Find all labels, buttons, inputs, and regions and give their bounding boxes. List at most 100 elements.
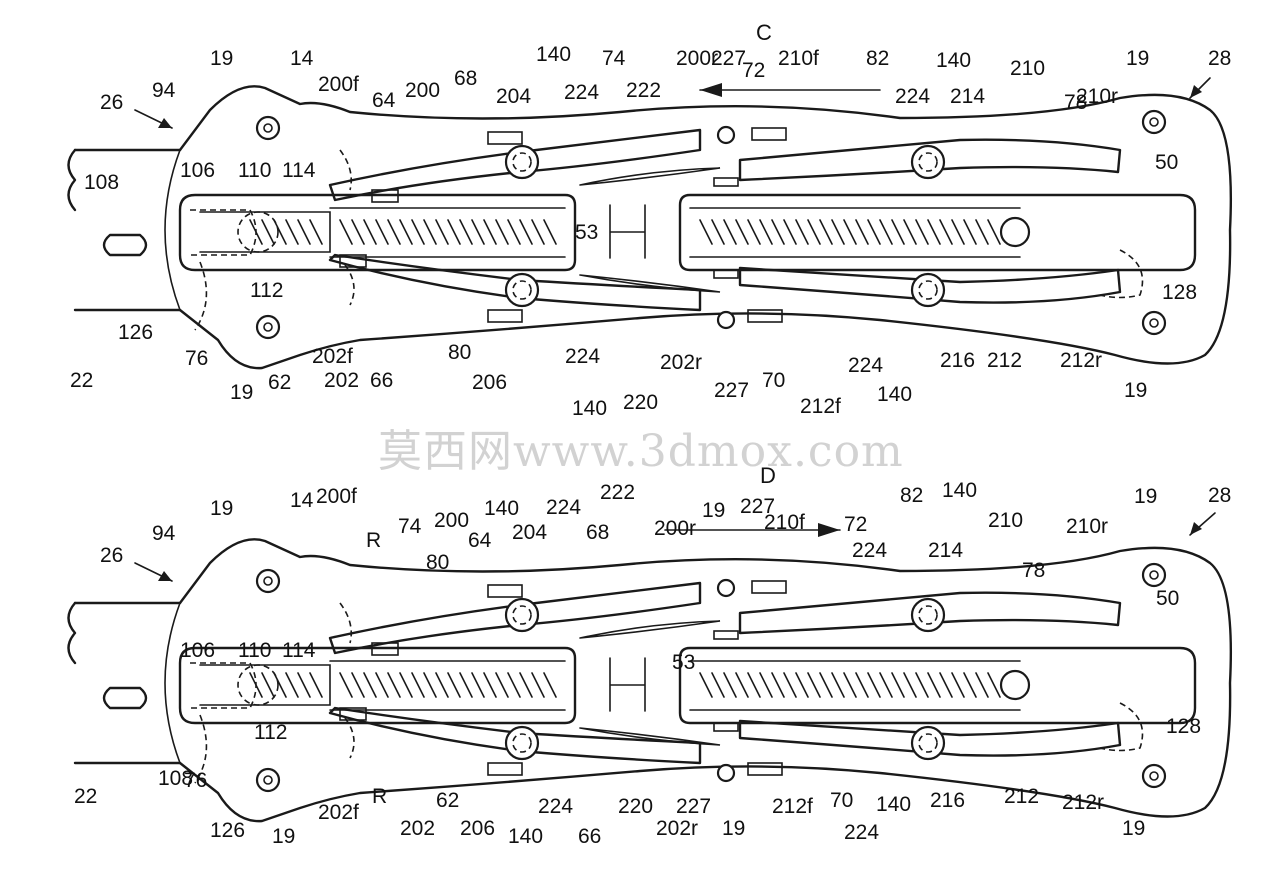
reference-numeral-top: 82 <box>866 47 890 70</box>
reference-numeral-bottom: 210r <box>1066 515 1109 538</box>
reference-numeral-top: 224 <box>895 85 931 108</box>
reference-numeral-top: 66 <box>370 369 394 392</box>
reference-numeral-top: 80 <box>448 341 472 364</box>
reference-numeral-bottom: 202f <box>318 801 359 824</box>
reference-numeral-bottom: 50 <box>1156 587 1180 610</box>
reference-numeral-top: 114 <box>282 159 316 182</box>
reference-numeral-top: 206 <box>472 371 508 394</box>
reference-numeral-bottom: 74 <box>398 515 422 538</box>
reference-numeral-top: 212 <box>987 349 1023 372</box>
reference-numeral-top: 220 <box>623 391 659 414</box>
reference-numeral-top: 110 <box>238 159 272 182</box>
reference-numeral-top: 76 <box>185 347 209 370</box>
reference-numeral-bottom: 26 <box>100 544 124 567</box>
reference-numeral-bottom: R <box>372 785 388 808</box>
reference-numeral-bottom: 110 <box>238 639 272 662</box>
reference-numeral-bottom: 212 <box>1004 785 1040 808</box>
reference-numeral-bottom: 212r <box>1062 791 1105 814</box>
reference-numeral-top: 204 <box>496 85 532 108</box>
reference-numeral-bottom: 28 <box>1208 484 1232 507</box>
reference-numeral-top: 212f <box>800 395 841 418</box>
reference-numeral-bottom: 222 <box>600 481 636 504</box>
reference-numeral-top: 53 <box>575 221 599 244</box>
reference-numeral-bottom: 212f <box>772 795 813 818</box>
reference-numeral-bottom: 140 <box>876 793 912 816</box>
reference-numeral-bottom: 200r <box>654 517 697 540</box>
reference-numeral-bottom: 224 <box>852 539 888 562</box>
reference-numeral-bottom: 210 <box>988 509 1024 532</box>
reference-numeral-bottom: 108 <box>158 767 194 790</box>
reference-numeral-top: 72 <box>742 59 766 82</box>
reference-numeral-top: 224 <box>564 81 600 104</box>
reference-numeral-bottom: R <box>366 529 382 552</box>
reference-numeral-top: 112 <box>250 279 284 302</box>
reference-numeral-top: 200f <box>318 73 359 96</box>
reference-numeral-top: 202f <box>312 345 353 368</box>
reference-numeral-top: 19 <box>1126 47 1150 70</box>
reference-numeral-bottom: 70 <box>830 789 854 812</box>
reference-numeral-bottom: 19 <box>272 825 296 848</box>
direction-arrow-c <box>699 83 881 97</box>
reference-numeral-top: 222 <box>626 79 662 102</box>
reference-numeral-top: 106 <box>180 159 216 182</box>
reference-numeral-bottom: 53 <box>672 651 696 674</box>
reference-numeral-top: 19 <box>210 47 234 70</box>
reference-numeral-top: 94 <box>152 79 176 102</box>
reference-numeral-bottom: 140 <box>508 825 544 848</box>
reference-numeral-bottom: 19 <box>210 497 234 520</box>
reference-numeral-top: 19 <box>1124 379 1148 402</box>
reference-numeral-bottom: 64 <box>468 529 492 552</box>
reference-numeral-top: 214 <box>950 85 986 108</box>
reference-numeral-top: 210f <box>778 47 819 70</box>
reference-numeral-top: 22 <box>70 369 94 392</box>
reference-numeral-bottom: 82 <box>900 484 924 507</box>
reference-numeral-bottom: 106 <box>180 639 216 662</box>
reference-numeral-top: 140 <box>536 43 572 66</box>
reference-numeral-top: 227 <box>711 47 747 70</box>
reference-numeral-top: 140 <box>572 397 608 420</box>
reference-numeral-top: 216 <box>940 349 976 372</box>
reference-numeral-top: 140 <box>936 49 972 72</box>
reference-numeral-bottom: 22 <box>74 785 98 808</box>
reference-numeral-bottom: 216 <box>930 789 966 812</box>
reference-numeral-bottom: 140 <box>942 479 978 502</box>
reference-numeral-top: 50 <box>1155 151 1179 174</box>
reference-numeral-top: 202r <box>660 351 703 374</box>
reference-numeral-top: 140 <box>877 383 913 406</box>
reference-numeral-bottom: 112 <box>254 721 288 744</box>
reference-numeral-top: 74 <box>602 47 626 70</box>
reference-numeral-bottom: 214 <box>928 539 964 562</box>
reference-numeral-top: 200 <box>405 79 441 102</box>
reference-numeral-bottom: 227 <box>676 795 712 818</box>
reference-numeral-bottom: 224 <box>538 795 574 818</box>
reference-numeral-top: 62 <box>268 371 292 394</box>
reference-numeral-top: 224 <box>565 345 601 368</box>
reference-numeral-bottom: 80 <box>426 551 450 574</box>
reference-numeral-bottom: 19 <box>1134 485 1158 508</box>
reference-numeral-top: 224 <box>848 354 884 377</box>
reference-numeral-bottom: 206 <box>460 817 496 840</box>
reference-numeral-bottom: 210f <box>764 511 805 534</box>
reference-numeral-bottom: 140 <box>484 497 520 520</box>
reference-numeral-top: 210r <box>1076 85 1119 108</box>
direction-label-bottom: D <box>760 463 776 488</box>
reference-numeral-top: 108 <box>84 171 120 194</box>
reference-numeral-top: 128 <box>1162 281 1198 304</box>
reference-numeral-bottom: 14 <box>290 489 314 512</box>
reference-numeral-bottom: 114 <box>282 639 316 662</box>
reference-numeral-top: 200r <box>676 47 719 70</box>
reference-numeral-bottom: 19 <box>722 817 746 840</box>
reference-numeral-bottom: 202 <box>400 817 436 840</box>
reference-numeral-top: 126 <box>118 321 154 344</box>
reference-numeral-top: 19 <box>230 381 254 404</box>
reference-numeral-top: 64 <box>372 89 396 112</box>
reference-numeral-bottom: 220 <box>618 795 654 818</box>
reference-numeral-bottom: 72 <box>844 513 868 536</box>
reference-numeral-top: 78 <box>1064 91 1088 114</box>
reference-numeral-bottom: 126 <box>210 819 246 842</box>
reference-numeral-bottom: 68 <box>586 521 610 544</box>
watermark: 莫西网www.3dmox.com <box>378 426 904 477</box>
assembly-bottom <box>67 538 1233 823</box>
reference-numeral-bottom: 78 <box>1022 559 1046 582</box>
